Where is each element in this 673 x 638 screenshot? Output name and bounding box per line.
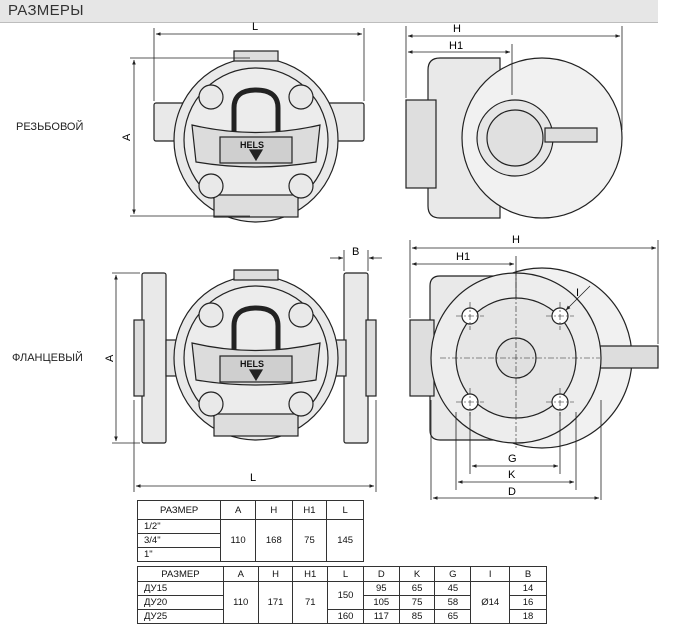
t2-header-h: H	[257, 566, 294, 582]
t2-d-3: 117	[362, 609, 400, 624]
t1-l: 145	[326, 519, 364, 562]
t2-header-k: K	[398, 566, 436, 582]
dim-gkd	[430, 400, 602, 500]
threaded-size-table: РАЗМЕР A H H1 L 1/2" 110 168 75 145 3/4"…	[136, 500, 364, 562]
t2-b-1: 14	[509, 581, 547, 596]
t2-d-2: 105	[362, 595, 400, 610]
t2-header-b: B	[509, 566, 547, 582]
label-l-top: L	[252, 21, 258, 33]
t1-size-2: 3/4"	[136, 533, 222, 548]
label-h1-top: H1	[449, 40, 463, 52]
t2-header-size: РАЗМЕР	[137, 566, 224, 582]
t2-header-h1: H1	[292, 566, 329, 582]
dim-h-bottom	[409, 240, 659, 344]
t2-size-2: ДУ20	[137, 595, 224, 610]
t2-size-1: ДУ15	[137, 581, 224, 596]
t2-b-3: 18	[509, 609, 547, 624]
t2-l-last: 160	[327, 609, 364, 624]
label-h-top: H	[453, 23, 461, 35]
dim-l-top	[153, 28, 365, 101]
threaded-label: РЕЗЬБОВОЙ	[16, 121, 84, 133]
t2-h1: 71	[292, 581, 329, 624]
t2-k-1: 65	[398, 581, 436, 596]
label-h-bottom: H	[512, 234, 520, 246]
t2-header-d: D	[362, 566, 400, 582]
t2-header-i: I	[470, 566, 511, 582]
t2-i: Ø14	[470, 581, 511, 624]
t2-b-2: 16	[509, 595, 547, 610]
dim-a-bottom	[112, 272, 140, 444]
t1-header-l: L	[326, 500, 364, 520]
label-l-bottom: L	[250, 472, 256, 484]
label-h1-bottom: H1	[456, 251, 470, 263]
flanged-front-view	[133, 269, 377, 444]
t2-g-3: 65	[434, 609, 472, 624]
t1-h1: 75	[291, 519, 328, 562]
t1-header-h1: H1	[291, 500, 328, 520]
flanged-label: ФЛАНЦЕВЫЙ	[12, 352, 83, 364]
flanged-size-table: РАЗМЕР A H H1 L D K G I B ДУ15 110 171 7…	[137, 566, 547, 624]
dim-l-bottom	[133, 400, 377, 492]
dim-a-top	[130, 57, 250, 217]
threaded-front-view	[153, 50, 365, 223]
label-g: G	[508, 453, 517, 465]
label-a-bottom: A	[104, 354, 116, 362]
label-b: B	[352, 246, 359, 258]
label-k: K	[508, 469, 516, 481]
dim-b	[330, 250, 382, 271]
t2-k-2: 75	[398, 595, 436, 610]
t2-g-2: 58	[434, 595, 472, 610]
brand-label-bottom: HELS	[240, 359, 264, 369]
brand-label-top: HELS	[240, 140, 264, 150]
t1-header-h: H	[254, 500, 293, 520]
center-lines	[440, 270, 600, 448]
t1-h: 168	[254, 519, 293, 562]
dim-h-top	[405, 26, 623, 130]
label-d: D	[508, 486, 516, 498]
t2-l-merged: 150	[327, 581, 364, 610]
t1-a: 110	[220, 519, 256, 562]
t1-size-3: 1"	[136, 547, 222, 562]
threaded-side-view	[405, 57, 623, 219]
t2-header-l: L	[327, 566, 364, 582]
dim-i	[565, 285, 591, 311]
section-title: РАЗМЕРЫ	[8, 2, 84, 19]
t2-g-1: 45	[434, 581, 472, 596]
t2-header-a: A	[222, 566, 259, 582]
t1-header-size: РАЗМЕР	[136, 500, 222, 520]
t1-header-a: A	[220, 500, 256, 520]
t1-size-1: 1/2"	[136, 519, 222, 534]
t2-a: 110	[222, 581, 259, 624]
dimension-drawing: HELS L A H H1	[104, 21, 659, 500]
section-header: РАЗМЕРЫ	[0, 0, 658, 23]
t2-d-1: 95	[362, 581, 400, 596]
t2-size-3: ДУ25	[137, 609, 224, 624]
t2-h: 171	[257, 581, 294, 624]
t2-k-3: 85	[398, 609, 436, 624]
label-i: I	[576, 287, 579, 299]
label-a-top: A	[121, 133, 133, 141]
t2-header-g: G	[434, 566, 472, 582]
